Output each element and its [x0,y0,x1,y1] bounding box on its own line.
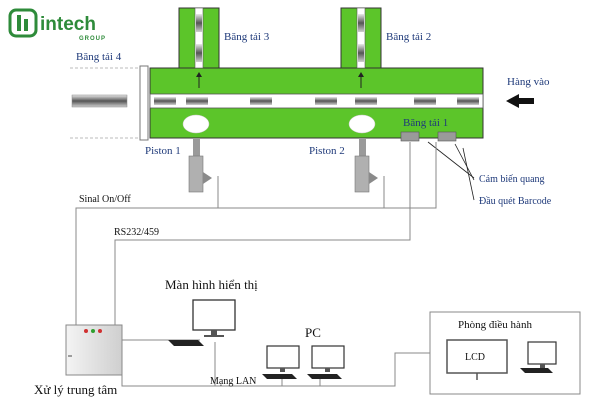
onoff-signal-label: Sinal On/Off [79,194,131,205]
up-arrow-icon [196,72,202,88]
lcd-label: LCD [465,352,485,363]
wiring [75,142,437,387]
roller [414,97,436,105]
piston-2: Piston 2 [309,138,378,193]
company-logo: intech GROUP [8,8,106,42]
roller [358,14,364,32]
central-controller: Xử lý trung tâm [34,324,123,397]
sensor-wire [384,142,437,209]
display-monitor: Màn hình hiển thị [165,277,258,346]
up-arrow-icon [358,72,364,88]
onoff-wire [75,176,219,325]
serial-wire [114,142,411,325]
input-label: Hàng vào [507,76,550,88]
piston-1-head [182,114,210,134]
roller [315,97,337,105]
keyboard-icon [520,368,553,373]
roller [457,97,479,105]
light-sensor-label: Cảm biến quang [479,174,545,185]
conveyor-2: Băng tải 2 [340,7,431,69]
status-light-icon [98,329,102,333]
controller-cabinet [65,324,123,376]
keyboard-icon [307,374,342,379]
logo-sub-text: GROUP [79,36,106,42]
main-conveyor: Băng tải 1 [149,67,484,139]
lan-wire [121,352,430,387]
roller [355,97,377,105]
control-room-label: Phòng điều hành [458,319,532,331]
input-direction: Hàng vào [506,76,550,108]
control-room-pc-icon [520,341,557,373]
roller [196,44,202,62]
left-arrow-icon [506,94,534,108]
main-conveyor-rollers [154,97,479,105]
piston-2-cylinder [354,155,370,193]
piston-2-head [348,114,376,134]
serial-signal-label: RS232/459 [114,227,159,238]
conveyor-3: Băng tải 3 [178,7,270,69]
roller [186,97,208,105]
roller [358,44,364,62]
monitor-icon [168,299,236,346]
control-room: Phòng điều hành LCD [429,311,581,395]
light-sensor [437,131,457,142]
keyboard-icon [168,340,204,346]
conveyor-4-label: Băng tải 4 [76,51,122,63]
status-light-icon [84,329,88,333]
status-light-icon [91,329,95,333]
pc-2-monitor-icon [307,345,345,379]
barcode-scanner [400,131,420,142]
barcode-label: Đầu quét Barcode [479,196,552,207]
display-label: Màn hình hiển thị [165,277,258,292]
keyboard-icon [262,374,297,379]
lcd-screen: LCD [446,339,508,380]
logo-mark-icon [8,8,38,38]
pc-label: PC [305,325,321,340]
pc-group: PC Mạng LAN [210,325,345,387]
roller [196,14,202,32]
controller-label: Xử lý trung tâm [34,382,117,397]
conveyor-3-label: Băng tải 3 [224,31,270,43]
piston-1-cylinder [188,155,204,193]
conveyor-4-roller [71,94,128,108]
roller [154,97,176,105]
roller [250,97,272,105]
piston-1: Piston 1 [145,138,212,193]
pc-1-monitor-icon [262,345,300,379]
sensors: Cảm biến quang Đầu quét Barcode [400,131,552,207]
lan-label: Mạng LAN [210,376,256,387]
conveyor-4: Băng tải 4 [70,51,149,141]
conveyor-2-label: Băng tải 2 [386,31,431,43]
logo-brand-text: intech [40,14,96,35]
piston-2-label: Piston 2 [309,145,345,157]
piston-1-label: Piston 1 [145,145,181,157]
conveyor-1-label: Băng tải 1 [403,117,448,129]
